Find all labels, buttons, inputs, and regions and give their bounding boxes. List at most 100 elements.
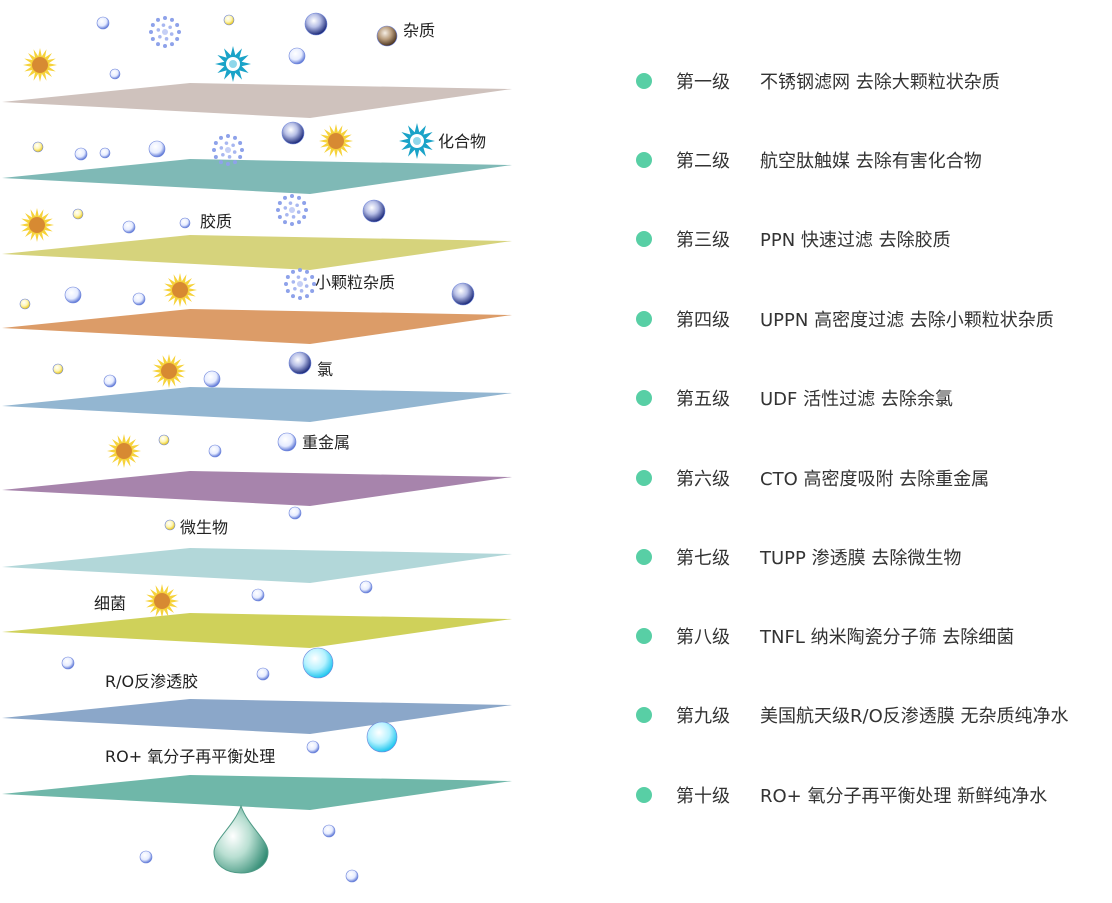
stage-item: 第一级 不锈钢滤网 去除大颗粒状杂质 bbox=[636, 69, 1000, 93]
stage-level: 第七级 bbox=[676, 548, 730, 569]
bullet-dot bbox=[636, 787, 652, 803]
microbe-dot-icon bbox=[19, 298, 31, 310]
microbe-dot-icon bbox=[223, 14, 235, 26]
microbe-dot-icon bbox=[52, 363, 64, 375]
filter-layer-5 bbox=[2, 387, 512, 422]
label-bacteria: 细菌 bbox=[94, 594, 126, 613]
stage-description: UPPN 高密度过滤 去除小颗粒状杂质 bbox=[760, 310, 1054, 331]
stage-item: 第八级 TNFL 纳米陶瓷分子筛 去除细菌 bbox=[636, 624, 1014, 648]
bullet-dot bbox=[636, 707, 652, 723]
stage-item: 第二级 航空肽触媒 去除有害化合物 bbox=[636, 148, 982, 172]
stage-level: 第三级 bbox=[676, 230, 730, 251]
bacteria-sun-icon bbox=[319, 124, 353, 158]
microbe-dot-icon bbox=[32, 141, 44, 153]
bubble-icon bbox=[74, 147, 88, 161]
bullet-dot bbox=[636, 311, 652, 327]
bullet-dot bbox=[636, 152, 652, 168]
stage-description: RO+ 氧分子再平衡处理 新鲜纯净水 bbox=[760, 786, 1048, 807]
label-compounds: 化合物 bbox=[438, 132, 486, 151]
bubble-icon bbox=[122, 220, 136, 234]
bubble-icon bbox=[61, 656, 75, 670]
bacteria-sun-icon bbox=[152, 354, 186, 388]
bacteria-sun-icon bbox=[23, 48, 57, 82]
bubble-icon bbox=[306, 740, 320, 754]
stage-item: 第六级 CTO 高密度吸附 去除重金属 bbox=[636, 466, 989, 490]
bubble-icon bbox=[139, 850, 153, 864]
stage-item: 第五级 UDF 活性过滤 去除余氯 bbox=[636, 386, 953, 410]
stage-level: 第六级 bbox=[676, 469, 730, 490]
dark-particle-icon bbox=[362, 199, 386, 223]
stage-level: 第十级 bbox=[676, 786, 730, 807]
bacteria-sun-icon bbox=[107, 434, 141, 468]
filter-layer-4 bbox=[2, 309, 512, 344]
microbe-dot-icon bbox=[72, 208, 84, 220]
filter-layer-2 bbox=[2, 159, 512, 194]
filter-layer-10 bbox=[2, 775, 512, 810]
bacteria-sun-icon bbox=[145, 584, 179, 618]
water-sphere-icon bbox=[366, 721, 398, 753]
dark-particle-icon bbox=[288, 351, 312, 375]
stage-description: TNFL 纳米陶瓷分子筛 去除细菌 bbox=[760, 627, 1015, 648]
stage-level: 第八级 bbox=[676, 627, 730, 648]
filter-layers-diagram: 杂质 化合物 胶质 小颗粒杂质 氯 重金属 微生物 细菌 R/O反渗透胶 RO+… bbox=[2, 12, 512, 883]
bacteria-sun-icon bbox=[163, 273, 197, 307]
bubble-icon bbox=[256, 667, 270, 681]
filter-layer-1 bbox=[2, 83, 512, 118]
label-heavy-metals: 重金属 bbox=[302, 433, 350, 452]
filter-layer-6 bbox=[2, 471, 512, 506]
bubble-icon bbox=[345, 869, 359, 883]
label-ro-plus: RO+ 氧分子再平衡处理 bbox=[105, 747, 275, 766]
label-chlorine: 氯 bbox=[317, 360, 333, 379]
colloid-dots-icon bbox=[149, 16, 181, 48]
bubble-icon bbox=[148, 140, 166, 158]
bubble-icon bbox=[322, 824, 336, 838]
stage-item: 第十级 RO+ 氧分子再平衡处理 新鲜纯净水 bbox=[636, 783, 1047, 807]
bullet-dot bbox=[636, 549, 652, 565]
dark-particle-icon bbox=[304, 12, 328, 36]
bubble-icon bbox=[96, 16, 110, 30]
bubble-icon bbox=[208, 444, 222, 458]
bullet-dot bbox=[636, 231, 652, 247]
water-drop-icon bbox=[213, 804, 269, 874]
bullet-dot bbox=[636, 73, 652, 89]
stage-description: CTO 高密度吸附 去除重金属 bbox=[760, 469, 990, 490]
bubble-icon bbox=[203, 370, 221, 388]
stage-item: 第三级 PPN 快速过滤 去除胶质 bbox=[636, 227, 951, 251]
bubble-icon bbox=[64, 286, 82, 304]
stage-description: UDF 活性过滤 去除余氯 bbox=[760, 389, 953, 410]
bacteria-sun-icon bbox=[20, 208, 54, 242]
bubble-icon bbox=[288, 506, 302, 520]
filter-layer-7 bbox=[2, 548, 512, 583]
stage-description: 美国航天级R/O反渗透膜 无杂质纯净水 bbox=[760, 706, 1069, 727]
stage-level: 第四级 bbox=[676, 310, 730, 331]
stage-description: PPN 快速过滤 去除胶质 bbox=[760, 230, 951, 251]
stage-description: TUPP 渗透膜 去除微生物 bbox=[760, 548, 962, 569]
bubble-icon bbox=[359, 580, 373, 594]
dark-particle-icon bbox=[451, 282, 475, 306]
bubble-icon bbox=[179, 217, 191, 229]
stage-level: 第一级 bbox=[676, 72, 730, 93]
bubble-icon bbox=[251, 588, 265, 602]
stage-description: 不锈钢滤网 去除大颗粒状杂质 bbox=[760, 72, 1000, 93]
stage-level: 第五级 bbox=[676, 389, 730, 410]
bubble-icon bbox=[99, 147, 111, 159]
compound-burst-icon bbox=[215, 46, 251, 82]
bubble-icon bbox=[288, 47, 306, 65]
colloid-dots-icon bbox=[284, 268, 316, 300]
bubble-icon bbox=[109, 68, 121, 80]
bullet-dot bbox=[636, 628, 652, 644]
dark-particle-icon bbox=[281, 121, 305, 145]
compound-burst-icon bbox=[399, 123, 435, 159]
bullet-dot bbox=[636, 470, 652, 486]
label-ro-membrane: R/O反渗透胶 bbox=[105, 672, 198, 691]
colloid-dots-icon bbox=[276, 194, 308, 226]
bubble-icon bbox=[132, 292, 146, 306]
label-impurities: 杂质 bbox=[403, 21, 435, 40]
colloid-dots-icon bbox=[212, 134, 244, 166]
heavy-metal-particle-icon bbox=[277, 432, 297, 452]
label-small-particles: 小颗粒杂质 bbox=[315, 273, 395, 292]
filter-layer-9 bbox=[2, 699, 512, 734]
stage-level: 第九级 bbox=[676, 706, 730, 727]
bubble-icon bbox=[103, 374, 117, 388]
